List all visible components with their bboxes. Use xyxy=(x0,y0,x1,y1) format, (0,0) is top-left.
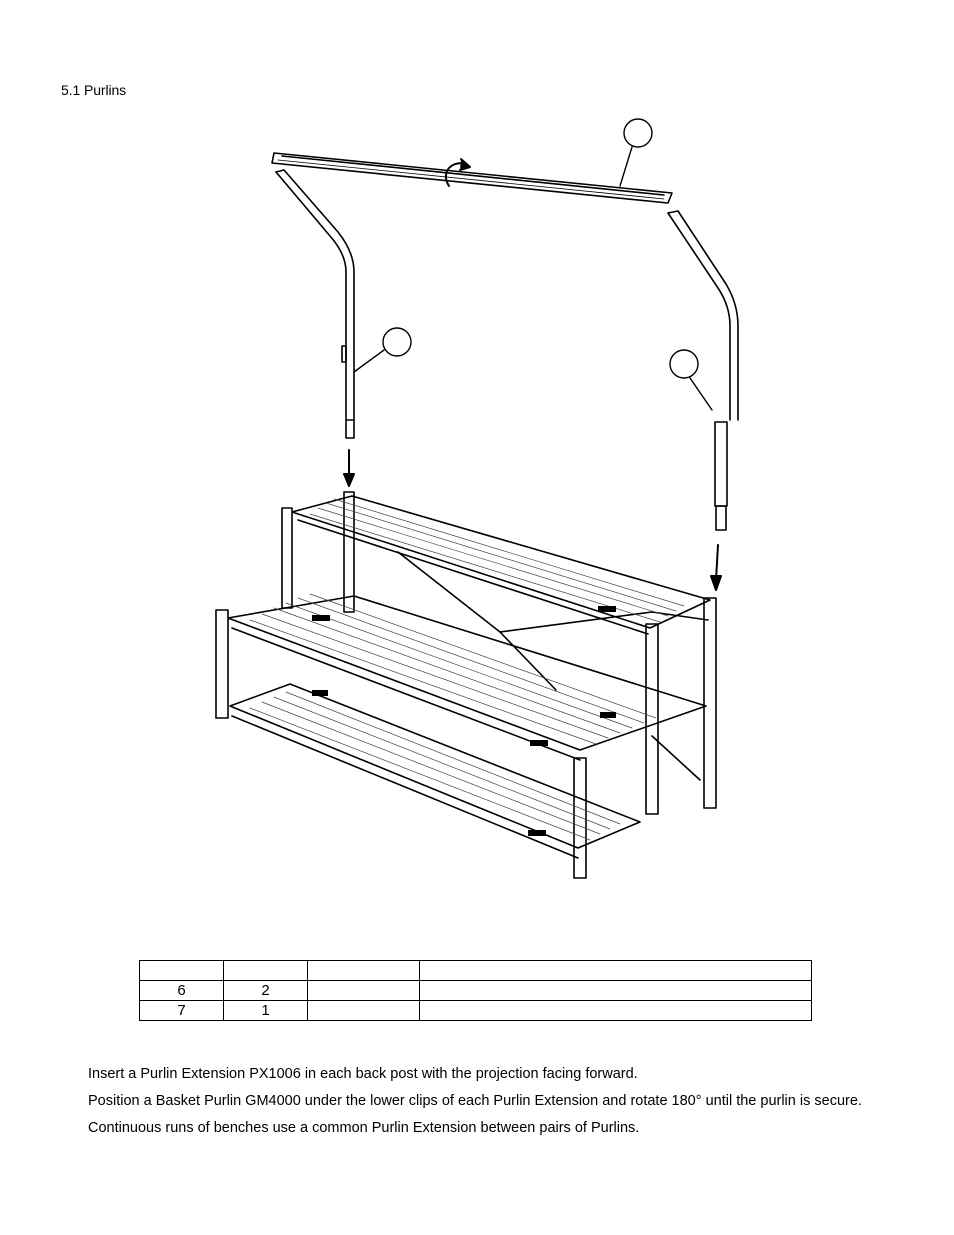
table-row xyxy=(139,960,812,981)
table-cell xyxy=(139,960,224,981)
instruction-line: Continuous runs of benches use a common … xyxy=(88,1120,640,1136)
table-cell xyxy=(419,980,812,1001)
instructions: Insert a Purlin Extension PX1006 in each… xyxy=(88,1061,918,1142)
left-purlin-extension xyxy=(275,169,355,439)
bench-frame xyxy=(215,491,717,879)
callout-circles xyxy=(353,118,713,411)
mesh-trays xyxy=(249,498,685,841)
basket-purlin xyxy=(271,152,673,204)
table-cell xyxy=(307,980,420,1001)
table-row: 7 1 xyxy=(139,1000,812,1021)
parts-table: 6 2 7 1 xyxy=(139,960,812,1021)
table-cell xyxy=(419,960,812,981)
insert-arrows xyxy=(343,449,722,591)
table-cell: 2 xyxy=(223,980,308,1001)
table-cell: 7 xyxy=(139,1000,224,1021)
table-cell: 1 xyxy=(223,1000,308,1021)
instruction-line: Position a Basket Purlin GM4000 under th… xyxy=(88,1093,862,1109)
table-cell xyxy=(223,960,308,981)
rotate-arrow-icon xyxy=(444,158,471,187)
assembly-illustration xyxy=(160,112,790,912)
section-heading: 5.1 Purlins xyxy=(61,82,127,98)
table-cell xyxy=(419,1000,812,1021)
purlin-clips xyxy=(312,606,616,836)
instruction-line: Insert a Purlin Extension PX1006 in each… xyxy=(88,1066,638,1082)
right-purlin-extension xyxy=(667,210,739,531)
table-cell: 6 xyxy=(139,980,224,1001)
table-cell xyxy=(307,1000,420,1021)
table-row: 6 2 xyxy=(139,980,812,1001)
table-cell xyxy=(307,960,420,981)
